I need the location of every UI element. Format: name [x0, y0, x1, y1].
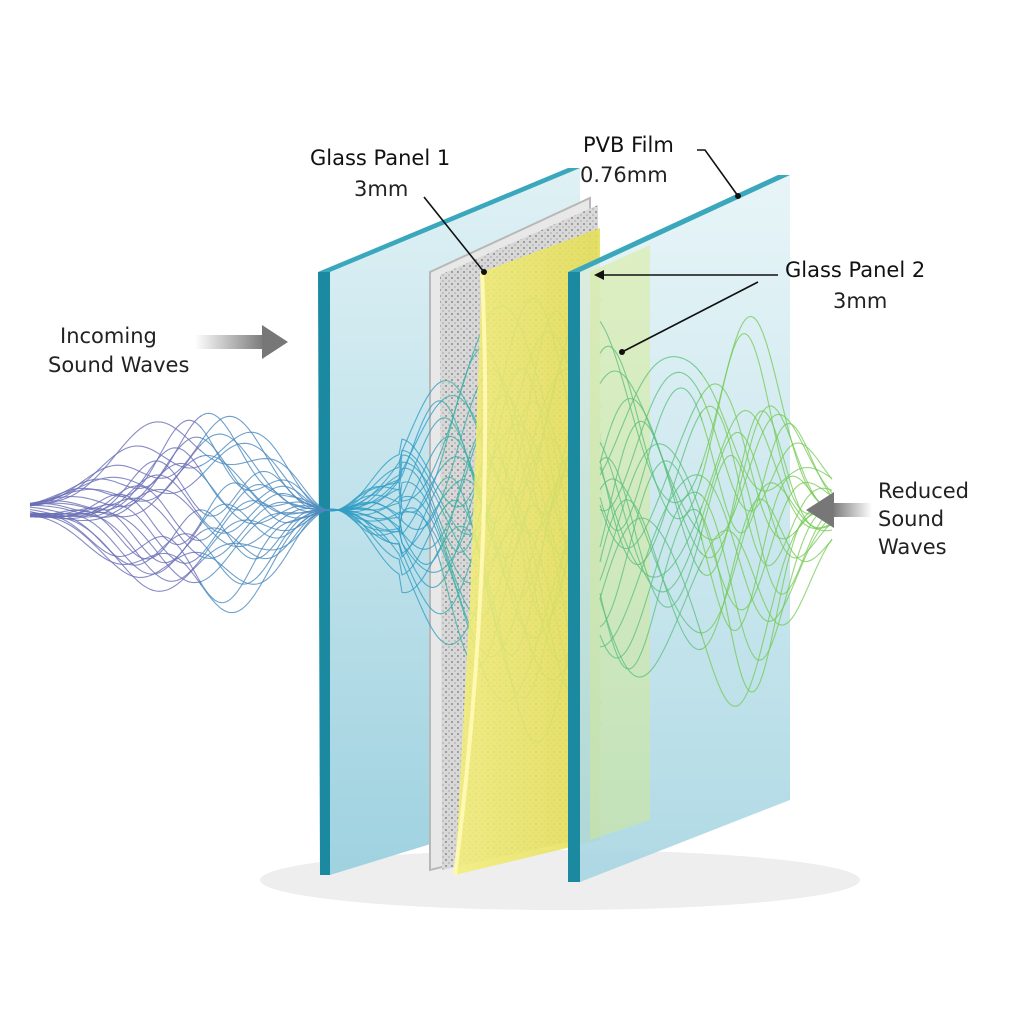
- wave-line: [599, 397, 703, 555]
- sound-waves-reduced: [599, 315, 833, 707]
- wave-line: [599, 443, 703, 581]
- wave-line: [699, 414, 833, 534]
- wave-line: [599, 370, 703, 536]
- wave-line: [329, 495, 442, 542]
- wave-line: [29, 512, 202, 575]
- wave-line: [199, 415, 333, 511]
- wave-line: [199, 431, 333, 512]
- wave-line: [699, 511, 833, 707]
- wave-line: [29, 512, 202, 582]
- glass-panel-2-title: Glass Panel 2: [785, 258, 925, 282]
- wave-line: [199, 509, 333, 585]
- wave-line: [199, 509, 332, 560]
- glass-panel-1-title: Glass Panel 1: [310, 146, 450, 170]
- wave-line: [199, 412, 333, 512]
- wave-line: [699, 409, 833, 530]
- leader-dot: [481, 269, 487, 275]
- wave-line: [199, 449, 333, 512]
- wave-line: [599, 478, 703, 634]
- wave-line: [699, 333, 833, 515]
- incoming-label-line2: Sound Waves: [48, 353, 189, 377]
- wave-line: [199, 508, 333, 614]
- wave-line: [699, 454, 833, 595]
- pvb-edge: [453, 271, 488, 876]
- incoming-label-line1: Incoming: [60, 324, 157, 348]
- pvb-film: [455, 228, 600, 875]
- wave-line: [30, 513, 202, 592]
- wave-line: [699, 498, 833, 651]
- leader-dot: [619, 349, 625, 355]
- wave-line: [599, 371, 703, 512]
- wave-line: [599, 561, 703, 678]
- wave-line: [199, 509, 333, 583]
- wave-line: [199, 472, 333, 525]
- leader-arrowhead: [594, 270, 604, 280]
- wave-line: [699, 383, 833, 540]
- wave-line: [599, 356, 703, 476]
- wave-line: [329, 508, 442, 594]
- wave-line: [29, 513, 202, 578]
- wave-line: [699, 431, 833, 559]
- floor-shadow: [260, 850, 860, 910]
- wave-line: [199, 501, 332, 559]
- wave-line: [599, 420, 703, 574]
- wave-line: [199, 508, 333, 563]
- pvb-tint-behind-glass2: [590, 245, 650, 840]
- wave-line: [699, 474, 833, 622]
- wave-line: [199, 508, 333, 585]
- wave-line: [599, 394, 703, 550]
- wave-line: [699, 413, 833, 541]
- wave-line: [599, 460, 703, 628]
- wave-line: [199, 470, 333, 517]
- glass-panel-2-thickness: 3mm: [833, 289, 887, 313]
- leader-dot: [735, 193, 741, 199]
- wave-line: [699, 529, 833, 626]
- reduced-arrow: [806, 492, 872, 528]
- wave-line: [599, 491, 703, 659]
- reduced-label-line3: Waves: [878, 535, 947, 559]
- wave-line: [199, 469, 333, 511]
- wave-line: [199, 509, 332, 560]
- wave-line: [599, 517, 703, 637]
- wave-line: [699, 481, 833, 611]
- wave-line: [29, 419, 202, 506]
- wave-line: [599, 466, 703, 578]
- wave-line: [329, 508, 442, 588]
- leader-lines: [423, 149, 778, 353]
- wave-line: [699, 475, 833, 631]
- wave-line: [29, 497, 202, 557]
- wave-line: [330, 508, 442, 641]
- glass-panel-1-thickness: 3mm: [354, 177, 408, 201]
- wave-line: [330, 440, 442, 520]
- wave-line: [599, 499, 703, 651]
- wave-line: [599, 508, 703, 670]
- wave-line: [199, 484, 333, 541]
- pvb-film-title: PVB Film: [583, 133, 674, 157]
- wave-line: [29, 447, 202, 511]
- wave-line: [29, 509, 202, 560]
- wave-line: [29, 460, 202, 513]
- wave-line: [29, 514, 202, 586]
- pvb-film-thickness: 0.76mm: [580, 163, 668, 187]
- reduced-label-line1: Reduced: [878, 479, 969, 503]
- wave-line: [599, 345, 703, 520]
- wave-line: [699, 493, 833, 661]
- wave-line: [29, 445, 202, 507]
- wave-line: [30, 462, 202, 518]
- incoming-arrow: [195, 325, 288, 359]
- wave-line: [330, 509, 442, 615]
- reduced-label-line2: Sound: [878, 507, 944, 531]
